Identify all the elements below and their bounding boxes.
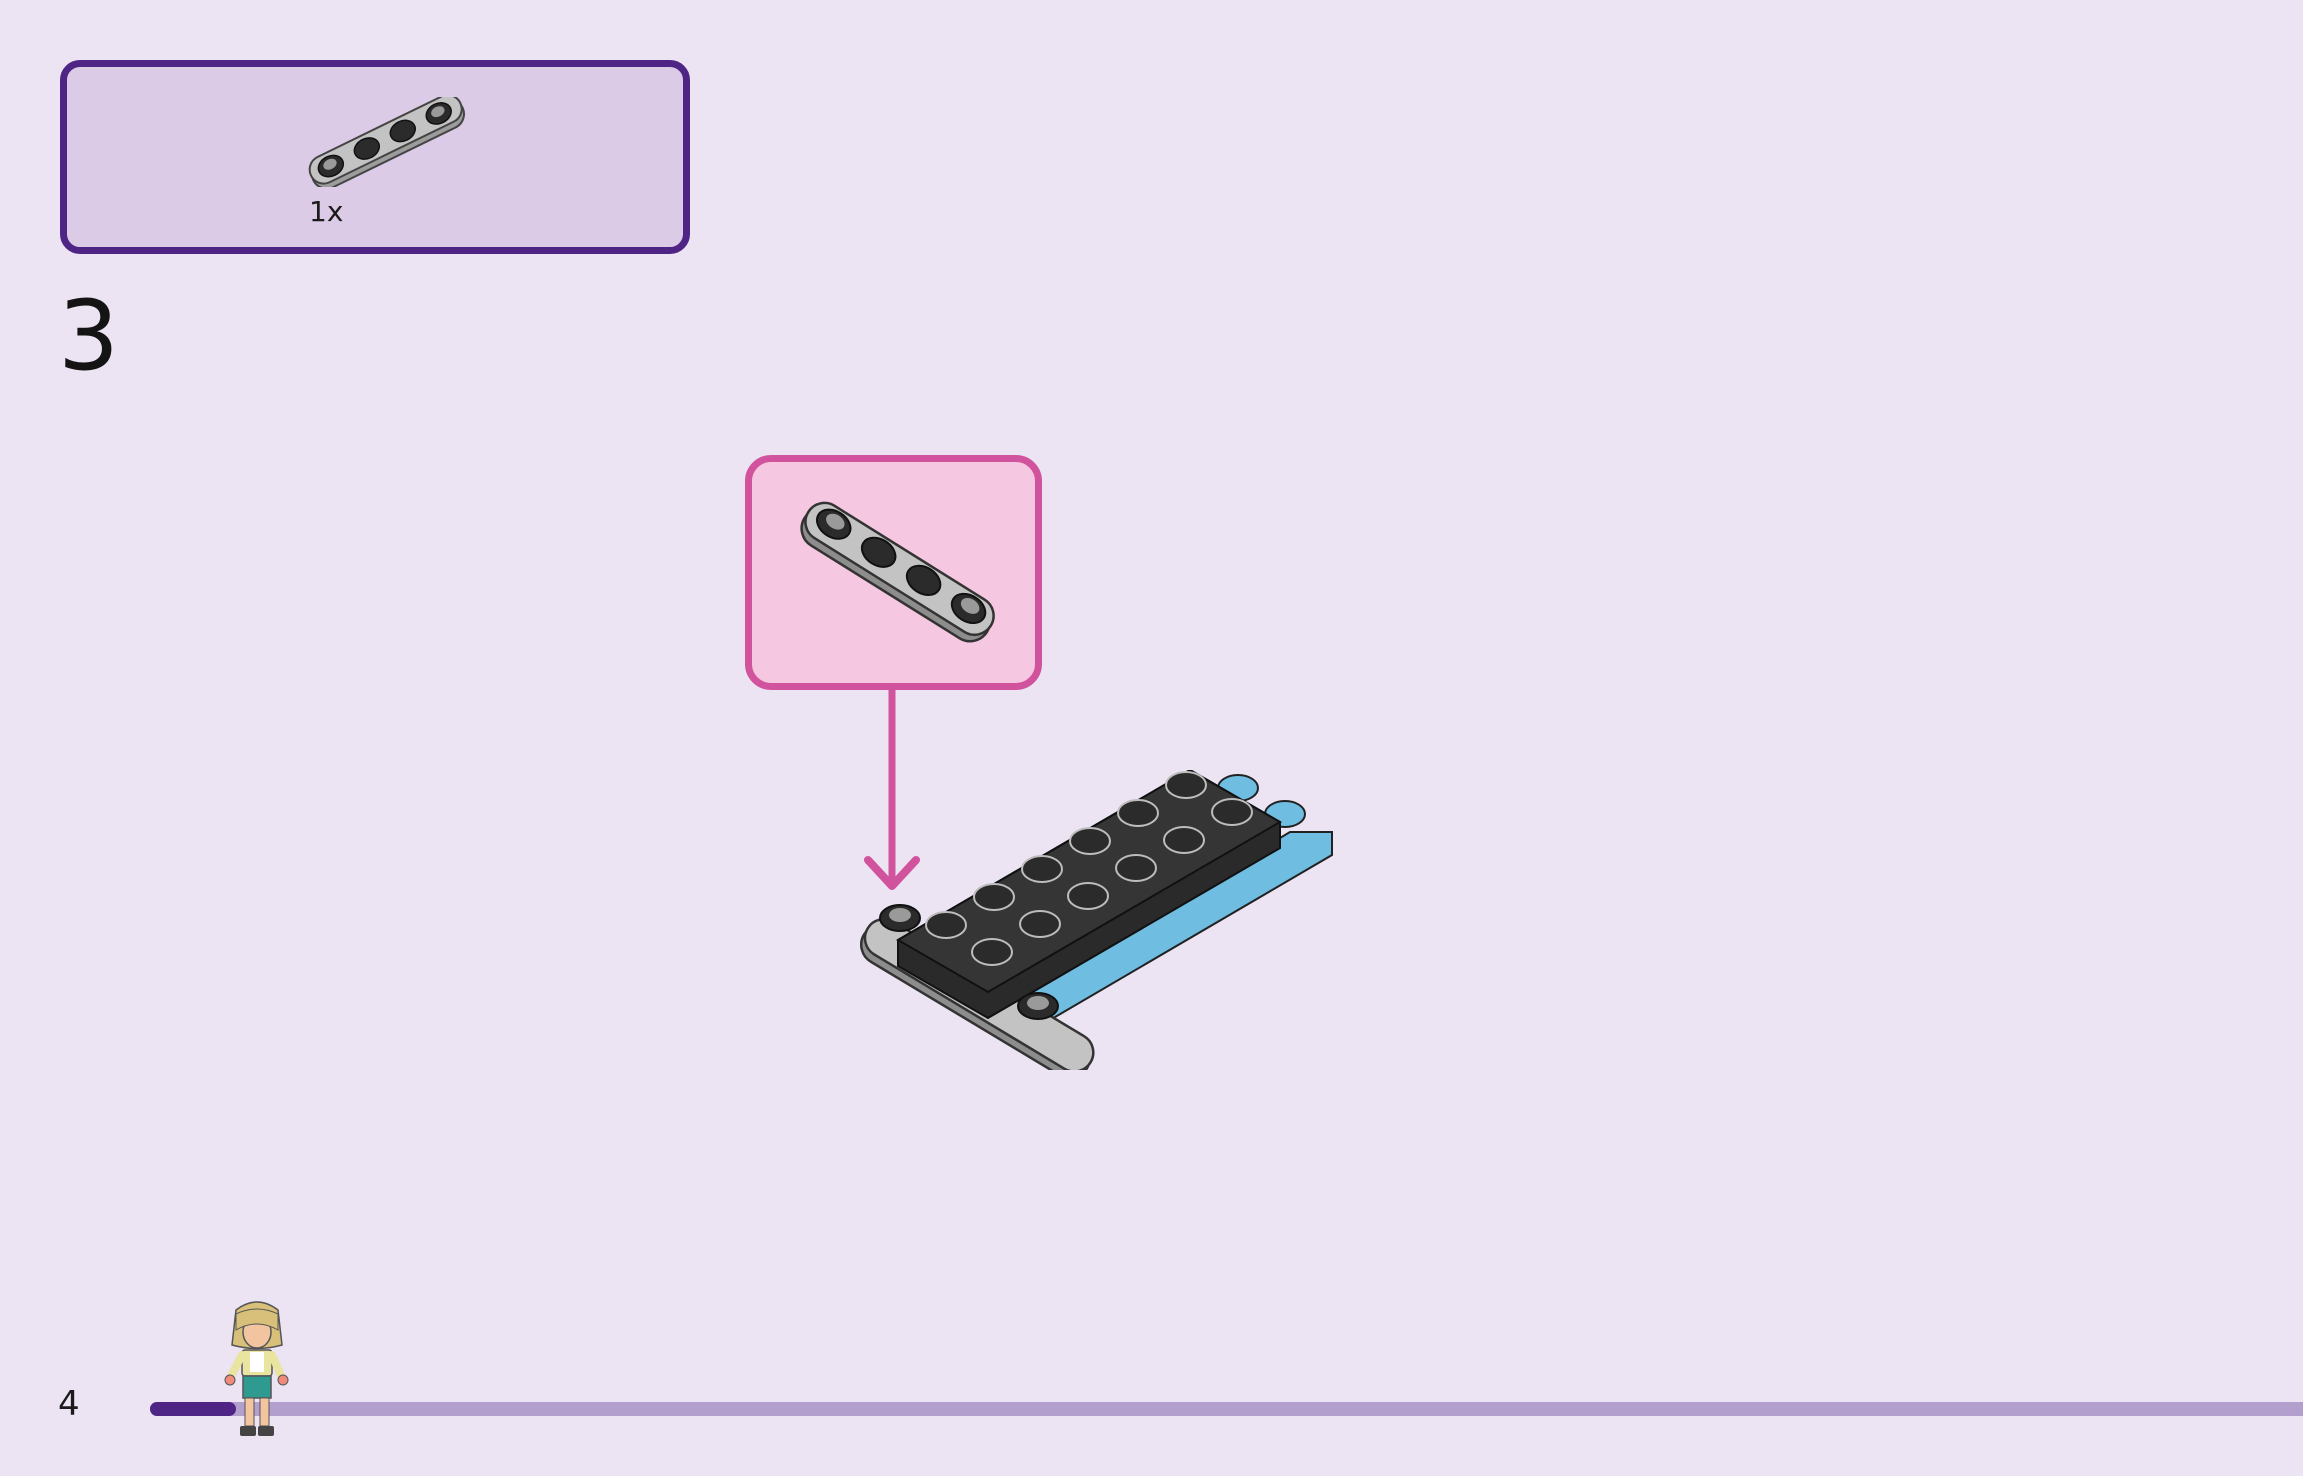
parts-list-panel: 1x	[60, 60, 690, 254]
page-number: 4	[58, 1384, 80, 1424]
plate-1x4-light-gray-rounded-icon	[308, 97, 465, 187]
part-quantity: 1x	[309, 195, 344, 228]
build-assembly-icon	[860, 770, 1333, 1070]
new-part-callout	[745, 455, 1042, 690]
minifigure-icon	[224, 1301, 289, 1436]
step-number: 3	[58, 280, 120, 392]
progress-bar-fill	[150, 1402, 237, 1416]
placement-arrow-icon	[864, 690, 920, 890]
progress-bar	[150, 1402, 2303, 1416]
plate-1x4-light-gray-rounded-icon	[800, 501, 995, 643]
